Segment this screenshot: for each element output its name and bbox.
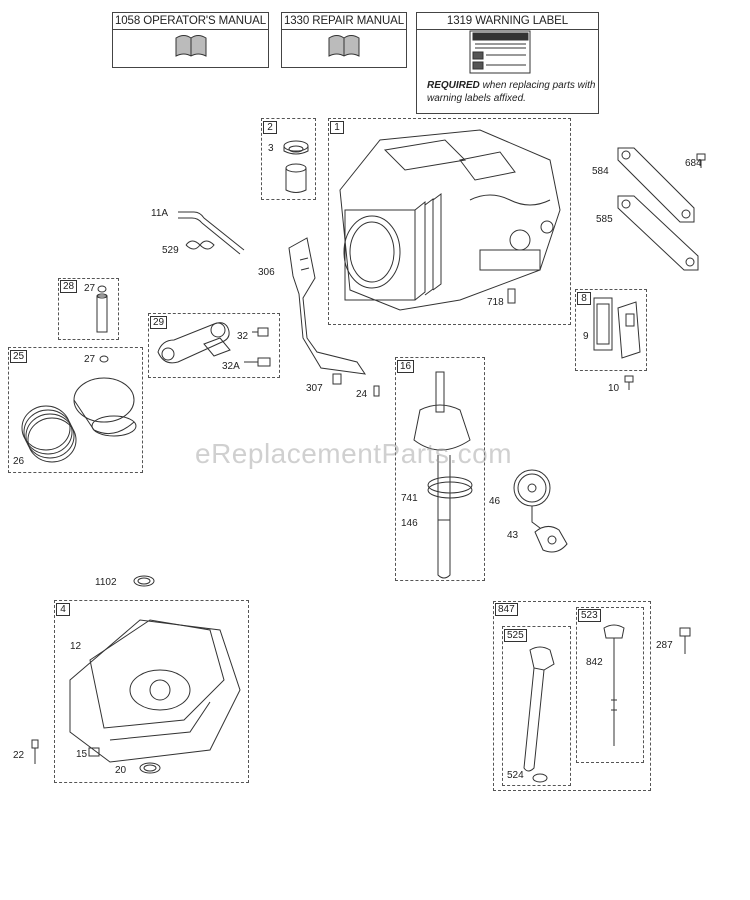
warning-label-box[interactable]: 1319 WARNING LABEL REQUIRED when replaci… — [416, 12, 599, 114]
cylinder-block-icon — [339, 129, 561, 311]
dowel-24-icon — [373, 385, 380, 397]
part-label-524: 524 — [507, 770, 524, 781]
rod-bolt-icon — [244, 327, 271, 367]
group-25-box — [8, 347, 143, 473]
operators-manual-book-icon — [175, 35, 207, 57]
piston-icon — [73, 377, 137, 437]
plug-15-icon — [88, 747, 100, 757]
part-label-43: 43 — [507, 530, 519, 541]
retaining-ring-icon — [97, 285, 107, 293]
part-label-287: 287 — [656, 640, 673, 651]
part-label-26: 26 — [13, 456, 25, 467]
part-label-307: 307 — [306, 383, 323, 394]
part-label-741: 741 — [401, 493, 418, 504]
fitting-307-icon — [332, 373, 342, 385]
part-label-842: 842 — [586, 657, 603, 668]
tappet-icon — [285, 163, 307, 193]
oil-seal-20-icon — [139, 762, 161, 774]
group-tag-16: 16 — [397, 360, 415, 373]
piston-pin-icon — [96, 293, 108, 333]
group-tag-1: 1 — [330, 121, 344, 134]
required-bold: REQUIRED — [427, 80, 480, 91]
group-tag-25: 25 — [10, 350, 28, 363]
group-525-box — [502, 626, 571, 786]
cam-gear-icon — [513, 469, 551, 529]
oil-seal-icon — [133, 575, 155, 587]
required-note: REQUIRED when replacing parts with warni… — [427, 79, 597, 105]
group-tag-847: 847 — [495, 603, 518, 616]
screw-684-icon — [696, 153, 706, 168]
operators-manual-title: 1058 OPERATOR'S MANUAL — [113, 13, 268, 30]
part-label-306: 306 — [258, 267, 275, 278]
group-1-box — [328, 118, 571, 325]
dipstick-tube-icon — [523, 646, 555, 772]
warning-label-title: 1319 WARNING LABEL — [417, 13, 598, 30]
piston-ring-set-icon — [21, 405, 77, 463]
part-label-15: 15 — [76, 749, 88, 760]
screw-10-icon — [624, 375, 634, 390]
part-label-9: 9 — [583, 331, 589, 342]
part-label-10: 10 — [608, 383, 620, 394]
intake-gasket-icon — [617, 195, 699, 271]
part-label-11a: 11A — [151, 208, 169, 219]
group-16-box — [395, 357, 485, 581]
group-tag-4: 4 — [56, 603, 70, 616]
part-label-146: 146 — [401, 518, 418, 529]
part-label-585: 585 — [596, 214, 613, 225]
group-28-box — [58, 278, 119, 340]
part-label-584: 584 — [592, 166, 609, 177]
air-guide-icon — [288, 237, 367, 375]
group-523-box — [576, 607, 644, 763]
breather-cover-icon — [617, 301, 641, 359]
group-4-box — [54, 600, 249, 783]
breather-tube-icon — [178, 211, 245, 255]
retaining-ring-2-icon — [99, 355, 109, 363]
dowel-pin-icon — [507, 288, 516, 304]
part-label-24: 24 — [356, 389, 368, 400]
part-label-718: 718 — [487, 297, 504, 308]
exhaust-gasket-icon — [617, 147, 695, 223]
part-label-27-upper: 27 — [84, 283, 96, 294]
required-text: when replacing parts with warning labels… — [427, 80, 596, 104]
dipstick-icon — [603, 624, 625, 746]
part-label-22: 22 — [13, 750, 25, 761]
part-label-529: 529 — [162, 245, 179, 256]
valve-seal-icon — [283, 140, 309, 155]
repair-manual-book-icon — [328, 35, 360, 57]
o-ring-524-icon — [532, 773, 548, 783]
warning-label-icon — [469, 30, 531, 74]
group-847-box — [493, 601, 651, 791]
operators-manual-box[interactable]: 1058 OPERATOR'S MANUAL — [112, 12, 269, 68]
group-tag-8: 8 — [577, 292, 591, 305]
part-label-46: 46 — [489, 496, 501, 507]
group-29-box — [148, 313, 280, 378]
clamp-icon — [185, 240, 215, 250]
group-tag-29: 29 — [150, 316, 168, 329]
group-tag-28: 28 — [60, 280, 78, 293]
crankshaft-icon — [413, 371, 473, 579]
group-tag-523: 523 — [578, 609, 601, 622]
part-label-1102: 1102 — [95, 577, 117, 588]
part-label-32: 32 — [237, 331, 249, 342]
crankcase-cover-icon — [69, 619, 241, 763]
breather-gasket-icon — [593, 297, 613, 351]
governor-icon — [534, 526, 568, 553]
connecting-rod-icon — [157, 322, 231, 364]
screw-287-icon — [679, 627, 691, 654]
repair-manual-title: 1330 REPAIR MANUAL — [282, 13, 406, 30]
part-label-27-lower: 27 — [84, 354, 96, 365]
part-label-32a: 32A — [222, 361, 240, 372]
group-tag-525: 525 — [504, 629, 527, 642]
part-label-20: 20 — [115, 765, 127, 776]
part-label-3: 3 — [268, 143, 274, 154]
group-2-box — [261, 118, 316, 200]
part-label-684: 684 — [685, 158, 702, 169]
group-tag-2: 2 — [263, 121, 277, 134]
bolt-22-icon — [31, 739, 39, 764]
part-label-12: 12 — [70, 641, 82, 652]
group-8-box — [575, 289, 647, 371]
